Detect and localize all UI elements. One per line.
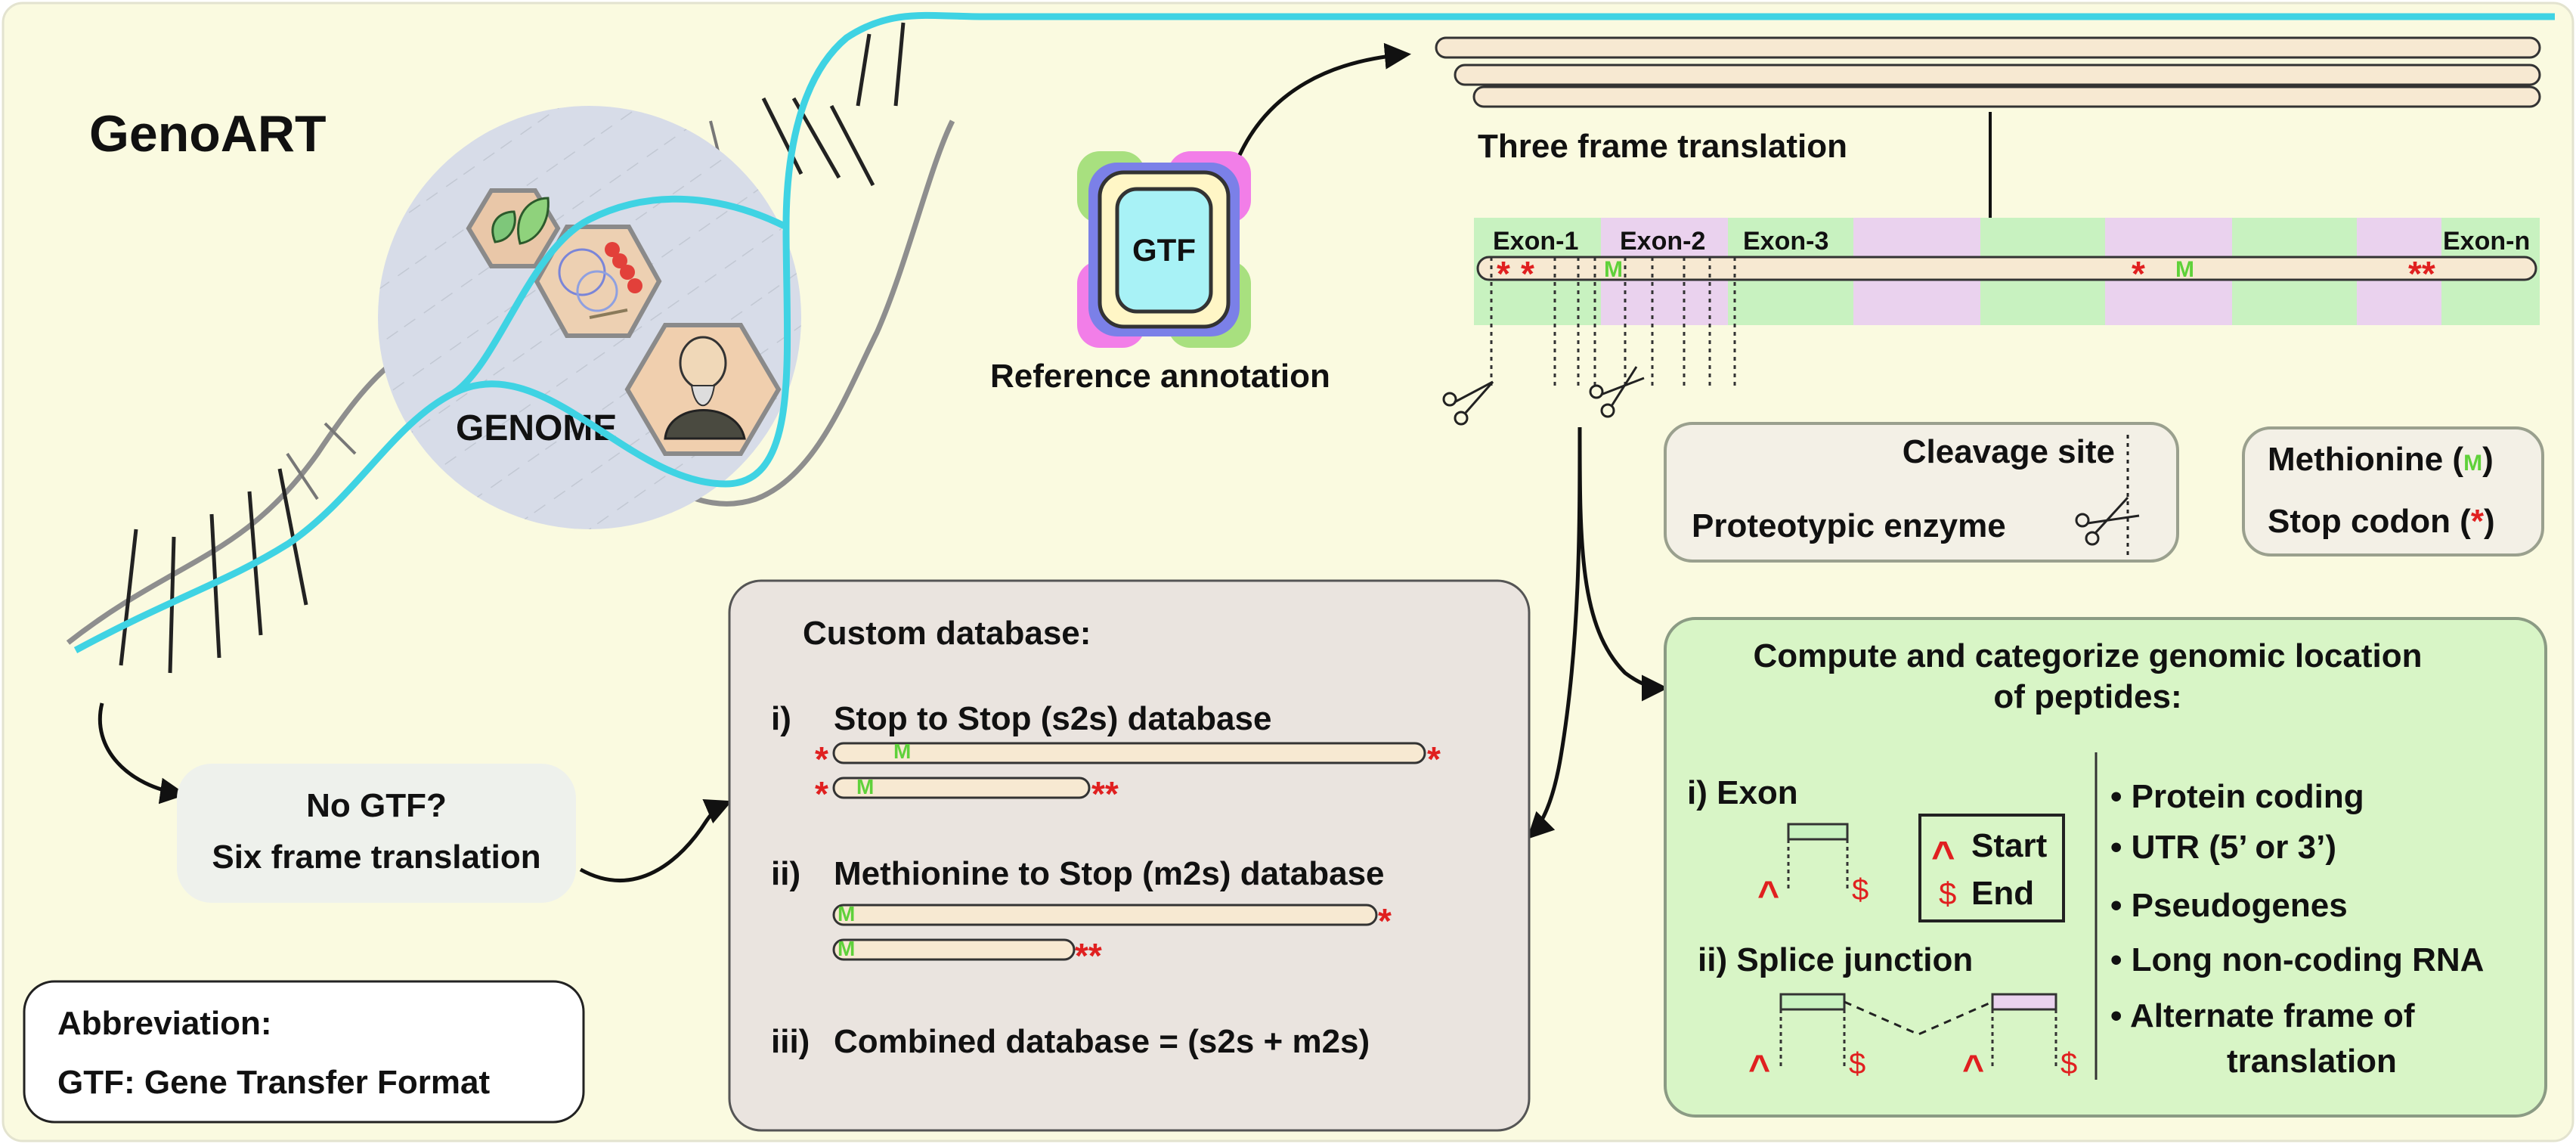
stop-marker: * [815,774,828,814]
arrow-to-genomic-panel [1577,426,1668,702]
figure-title: GenoART [89,105,327,163]
legend-cleavage-box: Cleavage site Proteotypic enzyme [1664,422,2179,563]
six-frame-label: Six frame translation [212,839,540,876]
start-end-legend [1918,814,2065,922]
methionine-marker: M [2175,257,2194,282]
end-marker: $ [1852,873,1869,907]
db-item-label-s2s: Stop to Stop (s2s) database [834,700,1271,737]
stop-marker: ** [2408,254,2435,293]
scientist-hexagon-icon [624,323,782,456]
methionine-marker: M [838,937,855,960]
start-marker: ^ [1757,873,1779,916]
end-marker: $ [1849,1047,1865,1080]
splice-category-label: ii) Splice junction [1698,941,1973,978]
end-marker: $ [2060,1047,2077,1080]
legend-codon-box: Methionine (M) Stop codon (*) [2242,426,2544,556]
scissors-icon [1442,380,1494,426]
db-item-numeral: ii) [771,855,800,892]
start-marker: ^ [1931,833,1955,879]
category-utr: • UTR (5’ or 3’) [2110,829,2336,866]
scissors-icon [2075,496,2140,546]
proteotypic-enzyme-label: Proteotypic enzyme [1692,507,2006,544]
stop-marker: * [1427,739,1441,779]
reference-annotation-caption: Reference annotation [990,358,1330,395]
stop-marker: * [1378,901,1392,941]
genomic-location-box: Compute and categorize genomic location … [1664,617,2547,1118]
stop-marker: * [2132,254,2145,293]
exon-strip [1474,218,2540,325]
methionine-marker: M [838,902,855,925]
genome-label: GENOME [456,408,617,448]
category-pseudogenes: • Pseudogenes [2110,887,2348,924]
category-lncrna: • Long non-coding RNA [2110,941,2484,978]
db-item-label-combined: Combined database = (s2s + m2s) [834,1023,1370,1060]
scissors-icon [1589,366,1645,418]
protein-hexagon-icon [534,225,662,338]
exon-label-2: Exon-2 [1620,227,1705,256]
gtf-file-icon: GTF [1077,151,1251,348]
methionine-marker: M [856,775,874,798]
no-gtf-box: No GTF? Six frame translation [177,764,576,903]
gtf-icon-label: GTF [1132,232,1196,268]
stop-marker: ** [1075,936,1102,975]
stop-legend-line: Stop codon (*) [2268,503,2495,540]
category-protein-coding: • Protein coding [2110,778,2364,815]
stop-marker: * [815,739,828,779]
db-item-label-m2s: Methionine to Stop (m2s) database [834,855,1385,892]
db-item-numeral: i) [771,700,791,737]
arrow-helix-to-no-gtf [98,702,187,805]
genomic-title-line2: of peptides: [1993,678,2181,715]
exon-label-n: Exon-n [2443,227,2530,256]
end-marker: $ [1939,876,1956,911]
exon-label-3: Exon-3 [1743,227,1828,256]
stop-marker: ** [1091,774,1119,814]
abbreviation-box: Abbreviation: GTF: Gene Transfer Format [23,980,585,1124]
exon-label-1: Exon-1 [1493,227,1578,256]
exon-category-label: i) Exon [1687,774,1798,811]
abbreviation-title: Abbreviation: [57,1005,272,1042]
stop-marker: * [1497,254,1510,293]
leaf-hexagon-icon [466,188,561,268]
genomic-title-line1: Compute and categorize genomic location [1753,637,2422,674]
arrow-gtf-to-frames [1237,42,1411,157]
custom-database-box: Custom database: i) Stop to Stop (s2s) d… [728,579,1531,1132]
start-marker: ^ [1962,1047,1984,1090]
methionine-marker: M [893,739,911,763]
arrow-no-gtf-to-custom-db [579,798,732,882]
end-label: End [1971,875,2034,912]
stop-marker: * [1521,254,1534,293]
start-marker: ^ [1748,1047,1770,1090]
start-label: Start [1971,827,2048,864]
abbreviation-text: GTF: Gene Transfer Format [57,1064,490,1101]
cleavage-site-label: Cleavage site [1903,433,2115,470]
custom-db-title: Custom database: [803,615,1091,652]
three-frame-title: Three frame translation [1478,128,1847,165]
dna-helix: GENOME [66,11,2555,674]
methionine-marker: M [1604,257,1623,282]
db-item-numeral: iii) [771,1023,810,1060]
no-gtf-question: No GTF? [306,787,447,824]
category-alternate-frame-continued: translation [2227,1043,2397,1080]
category-alternate-frame: • Alternate frame of [2110,997,2415,1034]
methionine-legend-line: Methionine (M) [2268,441,2494,478]
three-frame-bars [1435,36,2541,108]
